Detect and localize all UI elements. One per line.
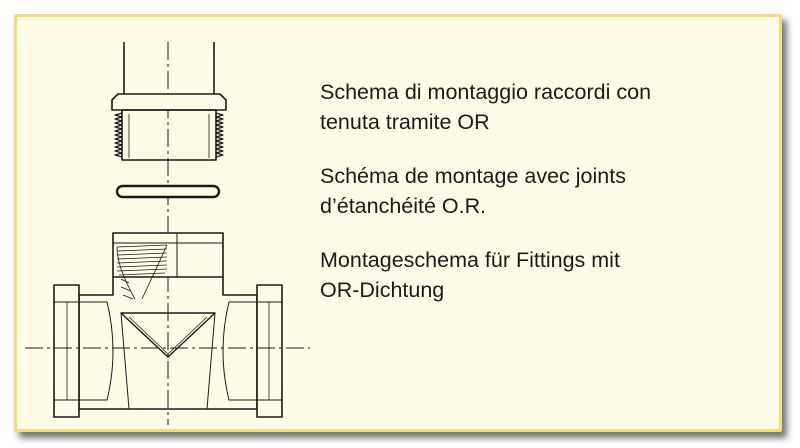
caption-italian-line-1: Schema di montaggio raccordi con [320,80,652,104]
threaded-nipple [111,42,227,161]
fitting-assembly-drawing [25,42,310,425]
diagram-panel: Schema di montaggio raccordi con tenuta … [14,14,782,432]
caption-german-line-1: Montageschema für Fittings mit [320,248,620,272]
o-ring [115,184,221,199]
tee-fitting [53,232,283,418]
caption-french-line-1: Schéma de montage avec joints [320,164,626,188]
caption-french-line-2: d’étanchéité O.R. [320,194,487,218]
caption-block: Schema di montaggio raccordi con tenuta … [320,77,760,329]
caption-german: Montageschema für Fittings mit OR-Dichtu… [320,245,760,305]
caption-italian-line-2: tenuta tramite OR [320,110,490,134]
caption-french: Schéma de montage avec joints d’étanchéi… [320,161,760,221]
caption-italian: Schema di montaggio raccordi con tenuta … [320,77,760,137]
caption-german-line-2: OR-Dichtung [320,278,445,302]
